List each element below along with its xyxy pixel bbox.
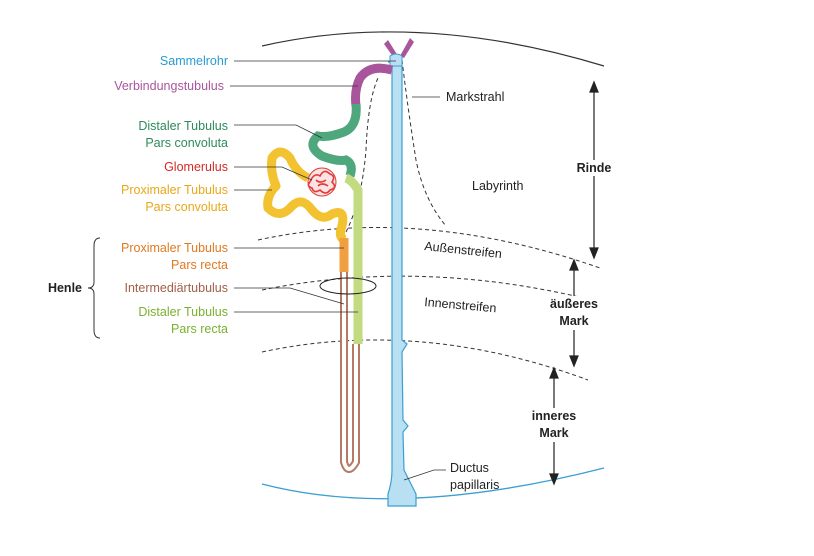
cortex-outer-arc	[261, 31, 605, 67]
leader-distaler-pc	[234, 124, 323, 139]
label-proximaler-pc-1: Proximaler Tubulus	[121, 183, 228, 197]
rinde-label-bg	[574, 160, 614, 176]
cortex-medulla-boundary	[257, 227, 601, 269]
medullary-ray-right	[401, 59, 447, 227]
leader-ductus	[403, 469, 446, 481]
label-ductus-1: Ductus	[450, 461, 489, 475]
connecting-tubule	[351, 63, 394, 107]
collecting-duct-branch-right	[400, 38, 414, 58]
intermediate-marker-ellipse	[319, 277, 377, 295]
aeusseres-mark-arrow	[569, 258, 579, 368]
collecting-duct-junction	[389, 53, 403, 67]
label-rinde: Rinde	[577, 161, 612, 175]
label-aussenstreifen: Außenstreifen	[424, 239, 503, 261]
papilla-arc	[261, 467, 605, 500]
henle-bracket	[87, 237, 101, 339]
label-inneres-2: Mark	[539, 426, 568, 440]
collecting-duct-branch-left	[384, 40, 398, 58]
inneres-label-bg	[528, 408, 580, 442]
label-aeusseres-1: äußeres	[550, 297, 598, 311]
label-proximaler-pr-1: Proximaler Tubulus	[121, 241, 228, 255]
label-verbindungstubulus: Verbindungstubulus	[114, 79, 224, 93]
label-aeusseres-2: Mark	[559, 314, 588, 328]
label-sammelrohr: Sammelrohr	[160, 54, 228, 68]
outer-inner-medulla-boundary	[261, 339, 589, 381]
outer-inner-stripe-boundary	[261, 275, 593, 301]
label-distaler-pc-2: Pars convoluta	[145, 136, 228, 150]
label-markstrahl: Markstrahl	[446, 90, 504, 104]
label-labyrinth: Labyrinth	[472, 179, 523, 193]
proximal-convoluted-tubule	[263, 147, 348, 244]
leader-intermediaer	[234, 287, 345, 305]
label-distaler-pr-1: Distaler Tubulus	[138, 305, 228, 319]
distal-convoluted-tubule	[308, 103, 361, 178]
collecting-duct	[387, 59, 417, 507]
label-ductus-2: papillaris	[450, 478, 499, 492]
label-proximaler-pc-2: Pars convoluta	[145, 200, 228, 214]
leader-glomerulus	[234, 166, 313, 181]
label-intermediaer: Intermediärtubulus	[124, 281, 228, 295]
label-glomerulus: Glomerulus	[164, 160, 228, 174]
label-distaler-pc-1: Distaler Tubulus	[138, 119, 228, 133]
label-proximaler-pr-2: Pars recta	[171, 258, 228, 272]
label-innenstreifen: Innenstreifen	[424, 295, 497, 315]
glomerulus-capillaries	[307, 170, 336, 194]
label-distaler-pr-2: Pars recta	[171, 322, 228, 336]
distal-straight-tubule	[344, 173, 363, 344]
label-inneres-1: inneres	[532, 409, 577, 423]
label-henle: Henle	[48, 281, 82, 295]
intermediate-tubule-inner	[342, 272, 358, 471]
aeusseres-label-bg	[548, 296, 600, 330]
